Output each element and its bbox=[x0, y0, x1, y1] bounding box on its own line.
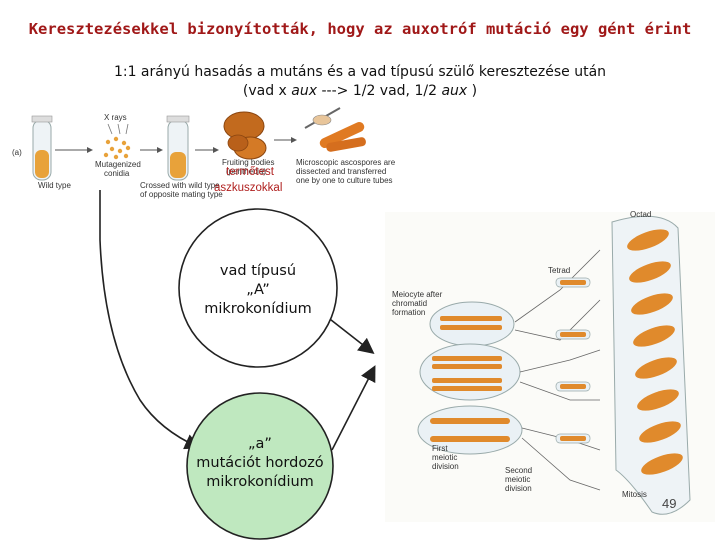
microscopic-label-3: one by one to culture tubes bbox=[296, 176, 393, 185]
tetrad-label: Tetrad bbox=[548, 266, 571, 275]
mutant-circle-text: „a” mutációt hordozó mikrokonídium bbox=[180, 435, 340, 492]
xrays-label: X rays bbox=[104, 113, 127, 122]
panel-label: (a) bbox=[12, 148, 22, 157]
first-division-cell bbox=[419, 343, 521, 401]
meiocyte-cell bbox=[429, 301, 515, 347]
wild-circle-line-1: vad típusú bbox=[219, 263, 297, 279]
microscope-dissection bbox=[304, 107, 366, 152]
subtitle-line-1: 1:1 arányú hasadás a mutáns és a vad típ… bbox=[113, 64, 607, 80]
mutant-circle-line-3: mikrokonídium bbox=[206, 474, 314, 490]
first-division-label-3: division bbox=[432, 462, 459, 471]
wild-type-circle bbox=[178, 208, 338, 368]
first-division-label-2: meiotic bbox=[432, 453, 458, 462]
mutant-circle bbox=[186, 392, 334, 540]
microscopic-label-1: Microscopic ascospores are bbox=[296, 158, 396, 167]
subtitle-line-2: (vad x aux ---> 1/2 vad, 1/2 aux ) bbox=[0, 83, 720, 99]
wild-circle-line-3: mikrokonídium bbox=[204, 301, 312, 317]
page-title: Keresztezésekkel bizonyították, hogy az … bbox=[28, 20, 692, 38]
microscopic-label-2: dissected and transferred bbox=[296, 167, 387, 176]
aszkuszokkal-label: aszkuszokkal bbox=[214, 182, 283, 194]
octad-label: Octad bbox=[630, 210, 652, 219]
tetrad-spores bbox=[555, 277, 591, 444]
octad-ascus bbox=[611, 215, 691, 515]
subtitle-mid: ---> 1/2 vad, 1/2 bbox=[317, 83, 442, 99]
second-division-label-2: meiotic bbox=[505, 475, 531, 484]
fruiting-bodies bbox=[223, 111, 267, 160]
subtitle-aux-2: aux bbox=[441, 83, 468, 99]
fruiting-label-1: Fruiting bodies bbox=[222, 158, 275, 167]
crossed-tube bbox=[166, 115, 190, 181]
subtitle-open: (vad x bbox=[242, 83, 292, 99]
termotest-label: termőtest bbox=[226, 166, 274, 178]
mutant-circle-line-2: mutációt hordozó bbox=[196, 455, 324, 471]
second-division-label-3: division bbox=[505, 484, 532, 493]
mitosis-label: Mitosis bbox=[622, 490, 647, 499]
meiocyte-label-2: chromatid bbox=[392, 299, 428, 308]
wild-type-label: Wild type bbox=[38, 181, 71, 190]
wild-circle-text: vad típusú „A” mikrokonídium bbox=[180, 262, 336, 319]
meiocyte-label-1: Meiocyte after bbox=[392, 290, 443, 299]
arrow-mutant-to-meiocyte bbox=[331, 365, 376, 451]
xray-lines bbox=[107, 123, 129, 135]
crossed-label-1: Crossed with wild type bbox=[140, 181, 220, 190]
mutant-circle-line-1: „a” bbox=[248, 436, 272, 452]
subtitle-aux-1: aux bbox=[291, 83, 318, 99]
crossed-label-2: of opposite mating type bbox=[140, 190, 223, 199]
arrow-wild-to-meiocyte bbox=[325, 315, 375, 354]
wild-type-tube bbox=[31, 115, 53, 181]
wild-circle-line-2: „A” bbox=[246, 282, 270, 298]
second-division-cell bbox=[417, 405, 523, 455]
page-number: 49 bbox=[662, 496, 677, 511]
mutagenized-conidia bbox=[103, 136, 131, 160]
first-division-label-1: First bbox=[432, 444, 448, 453]
mutagenized-label-2: conidia bbox=[104, 169, 130, 178]
meiocyte-label-3: formation bbox=[392, 308, 426, 317]
arrow-cross-to-mutant bbox=[99, 190, 201, 450]
second-division-label-1: Second bbox=[505, 466, 533, 475]
fruiting-label-2: (perithecia) bbox=[226, 167, 267, 176]
mutagenized-label-1: Mutagenized bbox=[95, 160, 141, 169]
subtitle-close: ) bbox=[467, 83, 478, 99]
